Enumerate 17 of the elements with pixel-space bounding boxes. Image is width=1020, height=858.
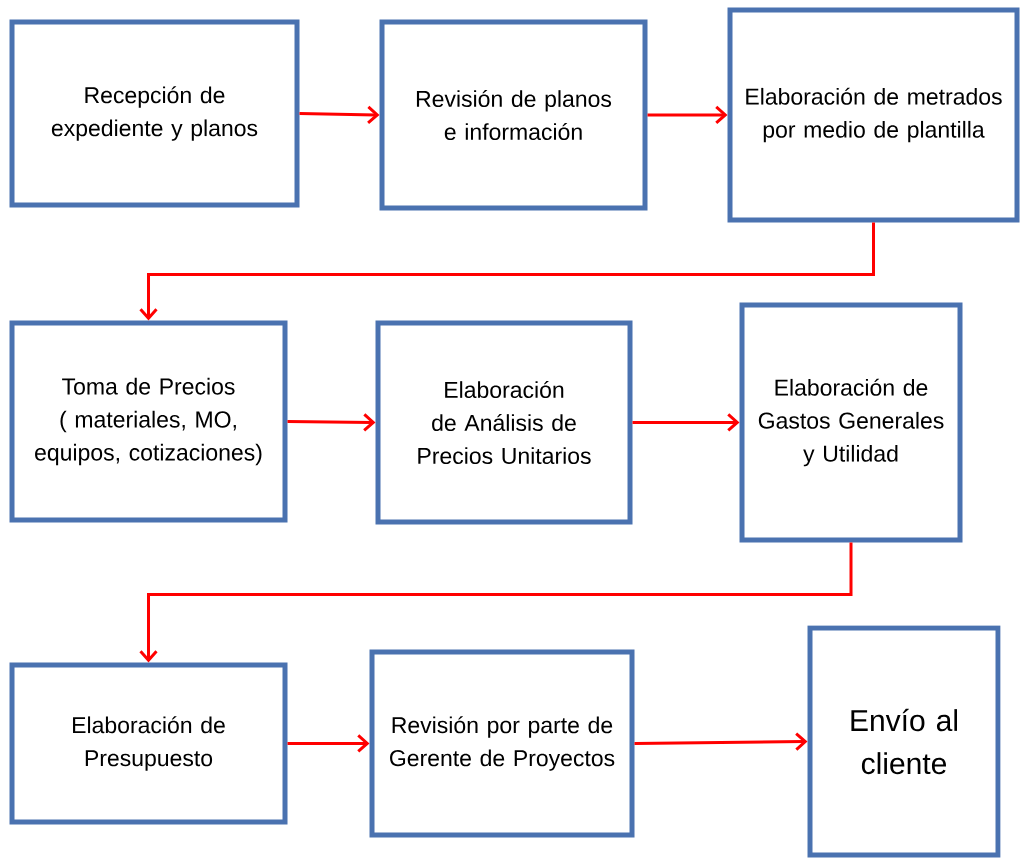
arrow bbox=[299, 105, 380, 124]
process-box: Toma de Precios ( materiales, MO, equipos, cotizaciones) bbox=[9, 320, 288, 523]
process-box: Elaboración de Gastos Generales y Utilidad bbox=[739, 302, 963, 543]
arrow bbox=[647, 105, 728, 125]
arrow bbox=[287, 734, 370, 753]
arrow bbox=[139, 542, 853, 663]
process-box: Revisión por parte de Gerente de Proyectos bbox=[369, 649, 635, 838]
process-box: Revisión de planos e información bbox=[379, 19, 648, 211]
arrow bbox=[139, 222, 875, 321]
process-box: Elaboración de metrados por medio de plantilla bbox=[727, 7, 1020, 223]
process-box: Recepción de expediente y planos bbox=[9, 19, 300, 208]
arrow bbox=[632, 413, 740, 432]
arrow bbox=[287, 413, 376, 432]
arrow bbox=[634, 732, 808, 751]
process-box: Elaboración de Presupuesto bbox=[9, 662, 288, 825]
process-box: Envío al cliente bbox=[807, 625, 1001, 858]
process-box: Elaboración de Análisis de Precios Unitarios bbox=[375, 320, 633, 525]
